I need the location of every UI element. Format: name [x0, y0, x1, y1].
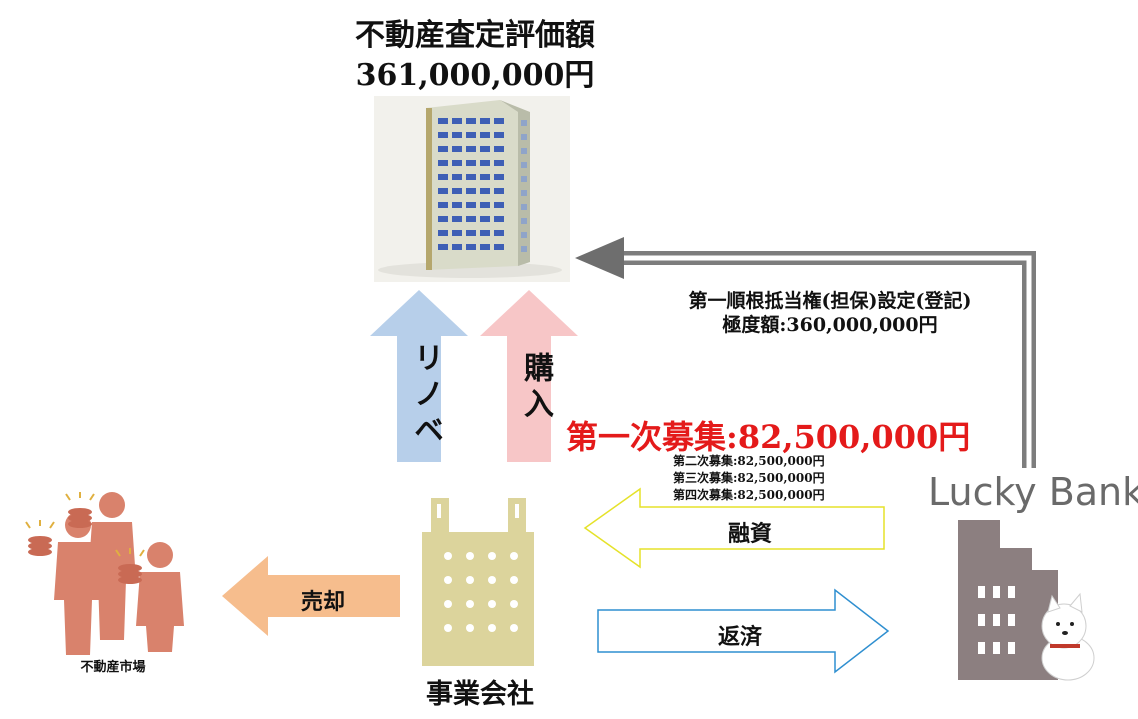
- lien-line2: 極度額:360,000,000円: [722, 314, 938, 336]
- lien-arrow: [575, 237, 1036, 468]
- dog-mascot-icon: [1041, 592, 1095, 681]
- lien-line1: 第一順根抵当権(担保)設定(登記): [688, 290, 972, 312]
- company-building-icon: [422, 498, 534, 666]
- lucky-bank-logo-text: Lucky Bank: [928, 470, 1138, 514]
- tower-building-icon: [374, 96, 570, 282]
- fourth-raise: 第四次募集:82,500,000円: [673, 488, 825, 502]
- company-label: 事業会社: [426, 679, 534, 710]
- repay-arrow: [597, 588, 890, 674]
- investors-people-icon: [25, 492, 184, 655]
- third-raise: 第三次募集:82,500,000円: [673, 471, 825, 485]
- lucky-bank-logo: Lucky Bank: [928, 470, 1138, 514]
- second-raise: 第二次募集:82,500,000円: [673, 454, 825, 468]
- purchase-label: 購入: [518, 352, 553, 424]
- market-label: 不動産市場: [80, 660, 146, 675]
- sale-label: 売却: [300, 589, 345, 615]
- loan-label: 融資: [727, 521, 772, 547]
- sale-arrow: [222, 556, 400, 636]
- appraisal-title: 不動産査定評価額: [355, 18, 595, 53]
- first-raise: 第一次募集:82,500,000円: [566, 418, 971, 456]
- loan-arrow: [583, 487, 885, 569]
- renovation-arrow: [370, 290, 468, 462]
- renovation-label: リノベ: [408, 342, 443, 450]
- purchase-arrow: [480, 290, 578, 462]
- appraisal-value: 361,000,000円: [355, 58, 595, 93]
- repay-label: 返済: [717, 624, 762, 650]
